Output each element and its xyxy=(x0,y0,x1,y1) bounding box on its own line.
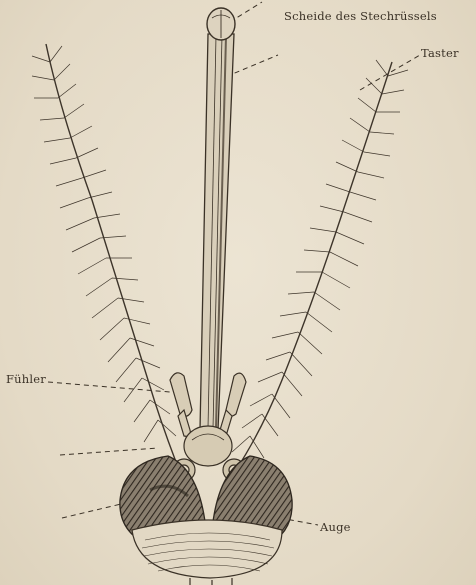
leader-line-left-1 xyxy=(60,448,158,455)
label-sheath: Scheide des Stechrüssels xyxy=(284,9,437,23)
label-antenna: Fühler xyxy=(6,372,46,386)
label-palp: Taster xyxy=(421,46,459,60)
left-antenna xyxy=(32,44,176,462)
leader-lines xyxy=(48,2,420,525)
right-antenna xyxy=(232,60,408,470)
occiput xyxy=(132,520,282,585)
proboscis-sheath xyxy=(200,8,235,430)
leader-line-palp xyxy=(360,55,420,90)
label-eye: Auge xyxy=(320,520,351,534)
